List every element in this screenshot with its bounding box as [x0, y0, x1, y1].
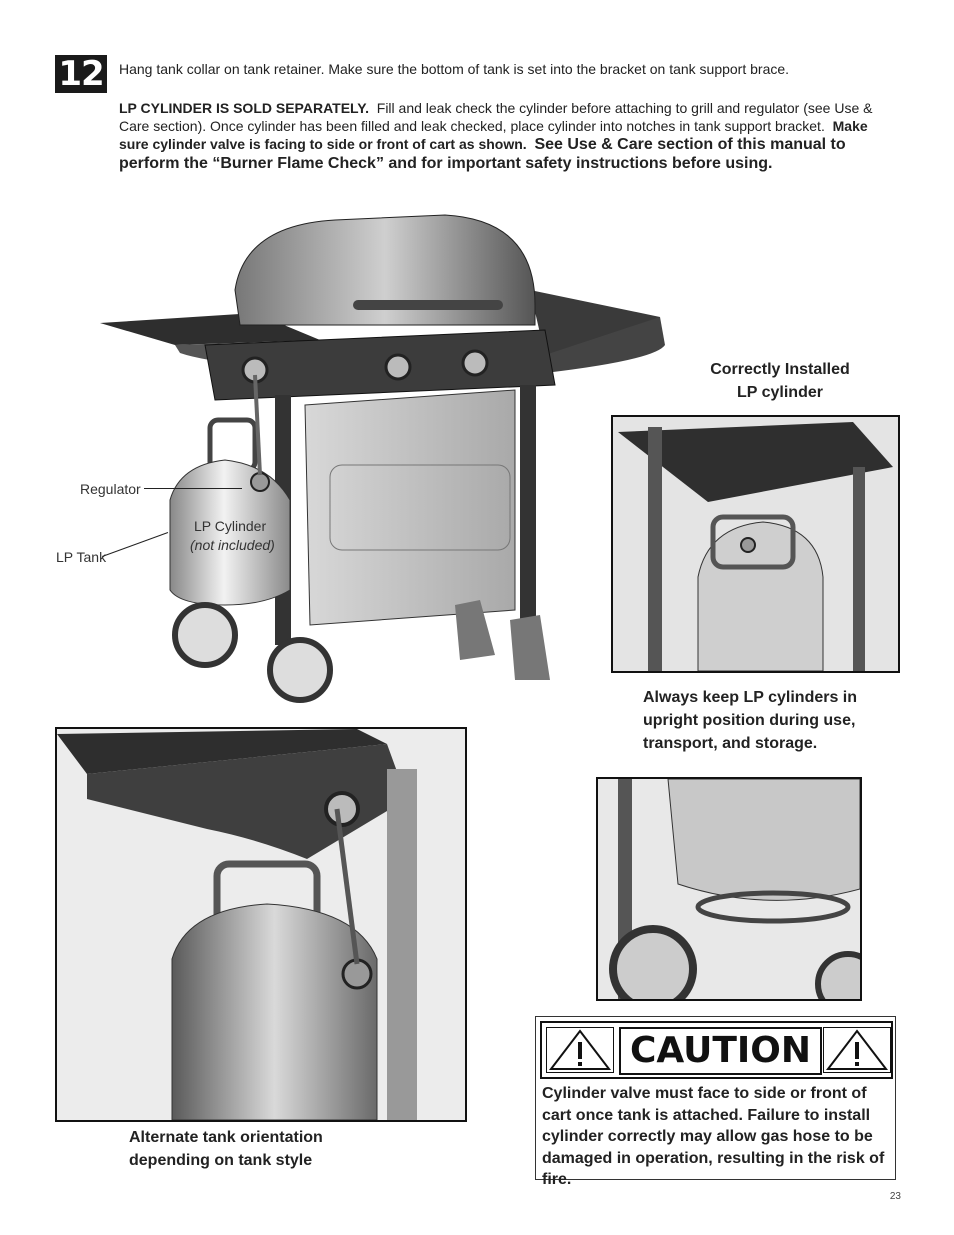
grill-assembly-figure: [95, 195, 675, 715]
correctly-installed-line-1: Correctly Installed: [710, 361, 850, 378]
correctly-installed-heading: Correctly Installed LP cylinder: [650, 358, 910, 404]
step-number-badge: 12: [55, 55, 107, 93]
instruction-line-1: Hang tank collar on tank retainer. Make …: [119, 61, 790, 77]
alternate-orientation-caption: Alternate tank orientation depending on …: [129, 1126, 449, 1172]
valve-facing-notice: Make sure cylinder valve is facing to si…: [119, 118, 868, 152]
page-number: 23: [889, 1191, 901, 1202]
upright-position-note: Always keep LP cylinders in upright posi…: [643, 689, 858, 752]
caution-text: Cylinder valve must face to side or fron…: [542, 1085, 885, 1188]
tank-bracket-detail-figure: [596, 777, 862, 1001]
caution-box: CAUTION Cylinder valve must face to side…: [535, 1016, 896, 1188]
caution-header: CAUTION: [540, 1021, 893, 1079]
alternate-caption-line-2: depending on tank style: [129, 1152, 313, 1169]
lp-tank-label: LP Tank: [56, 549, 107, 565]
regulator-pointer-line: [144, 488, 242, 489]
correct-install-detail-figure: [611, 415, 900, 673]
caution-word: CAUTION: [619, 1027, 822, 1075]
lp-cylinder-label: LP Cylinder: [194, 518, 267, 534]
warning-triangle-icon: [546, 1027, 614, 1073]
sold-separately-notice: LP CYLINDER IS SOLD SEPARATELY.: [119, 100, 369, 116]
fill-leak-check-text: Fill and leak check the cylinder before …: [119, 100, 873, 134]
alternate-caption-line-1: Alternate tank orientation: [129, 1129, 323, 1146]
alternate-orientation-figure: [55, 727, 467, 1122]
not-included-label: (not included): [190, 537, 275, 553]
burner-flame-check-notice: See Use & Care section of this manual to…: [119, 136, 846, 172]
correctly-installed-line-2: LP cylinder: [737, 384, 823, 401]
warning-triangle-icon: [823, 1027, 891, 1073]
instruction-paragraph-2: LP CYLINDER IS SOLD SEPARATELY. Fill and…: [119, 99, 899, 173]
regulator-label: Regulator: [80, 481, 141, 497]
